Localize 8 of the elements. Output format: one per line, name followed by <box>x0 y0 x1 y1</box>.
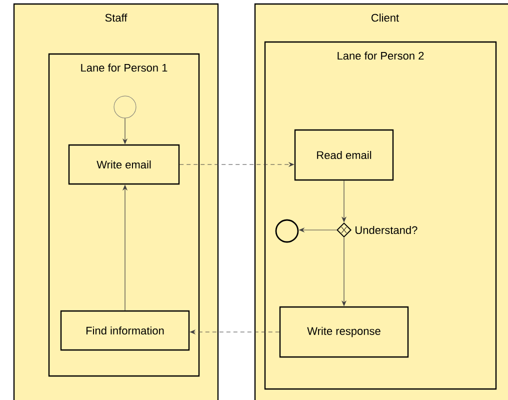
start-event-circle <box>114 96 136 118</box>
end-event-circle <box>275 219 299 243</box>
gateway-label: Understand? <box>356 226 418 234</box>
activity-box: Write response <box>279 306 409 358</box>
activity-box: Read email <box>294 129 394 181</box>
activity-box: Write email <box>68 144 180 185</box>
gateway-diamond <box>336 222 352 238</box>
activity-box: Find information <box>60 310 190 351</box>
